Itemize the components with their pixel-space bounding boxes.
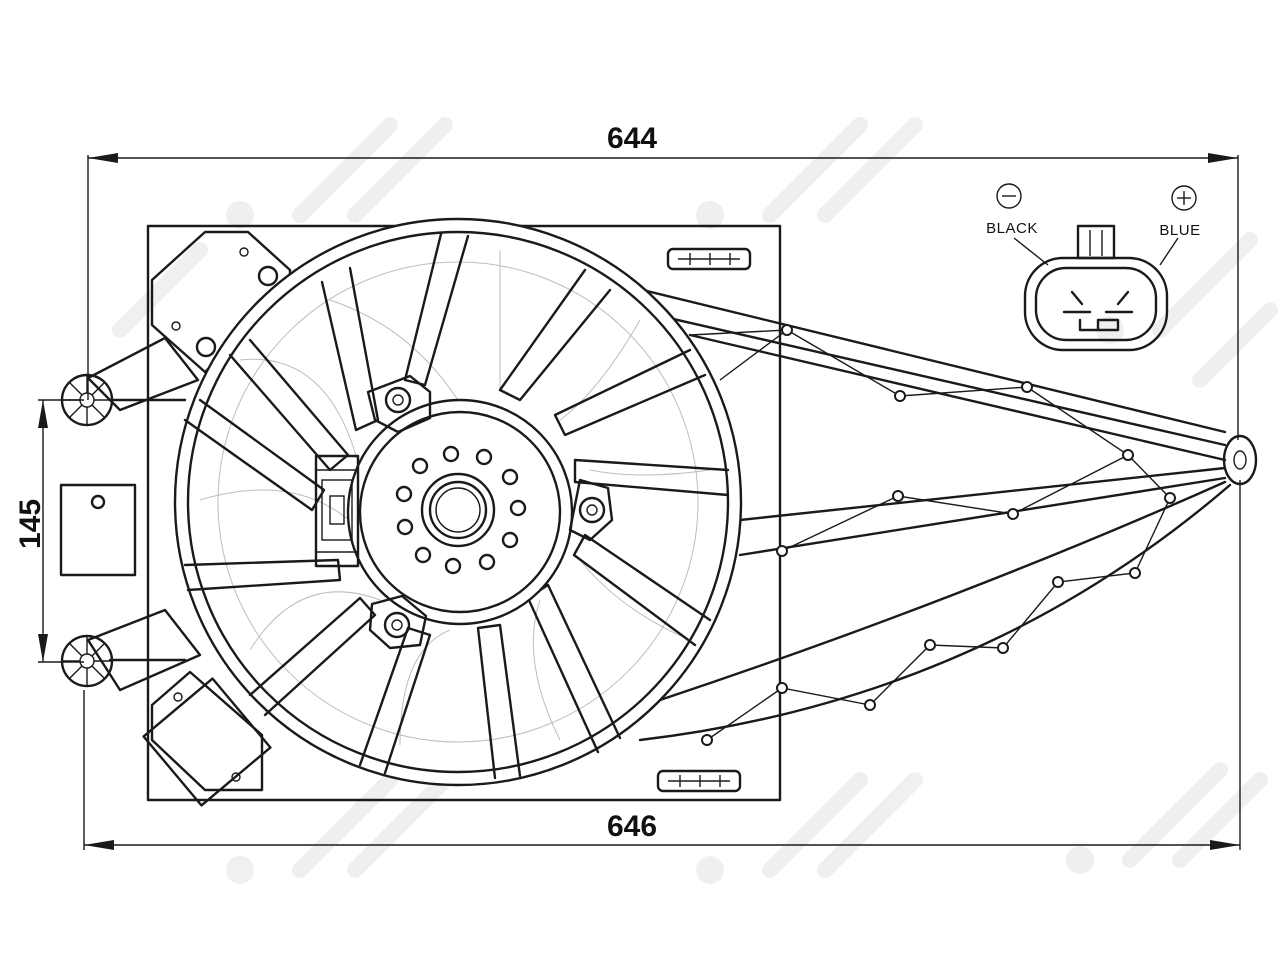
mounting-boss-lower: [60, 634, 114, 688]
slot-marker-top: [666, 247, 752, 271]
watermark-mark: [696, 772, 923, 884]
negative-wire-label: BLACK: [986, 220, 1038, 237]
wire-harness-cage: [588, 280, 1258, 746]
dimension-left-label: 145: [14, 499, 47, 549]
motor-housing: [314, 374, 614, 650]
positive-wire-label: BLUE: [1159, 222, 1200, 239]
dimension-top-label: 644: [607, 122, 657, 155]
motor-bolt-circle: [395, 445, 527, 575]
dimension-left: 145: [14, 399, 84, 663]
dimension-bottom: 646: [83, 480, 1241, 850]
watermark-mark: [1096, 232, 1278, 388]
watermark-mark: [696, 117, 923, 229]
watermark-mark: [226, 772, 453, 884]
electrical-connector: BLACK BLUE: [986, 183, 1200, 352]
dimension-bottom-label: 646: [607, 810, 657, 843]
slot-marker-bottom: [656, 769, 742, 793]
dimension-top: 644: [87, 122, 1239, 440]
positive-terminal-icon: [1171, 185, 1197, 211]
negative-terminal-icon: [996, 183, 1022, 209]
watermark-mark: [112, 117, 453, 338]
mounting-boss-upper: [60, 373, 114, 427]
watermark-mark: [1066, 762, 1268, 874]
fan-spokes: [183, 232, 730, 780]
